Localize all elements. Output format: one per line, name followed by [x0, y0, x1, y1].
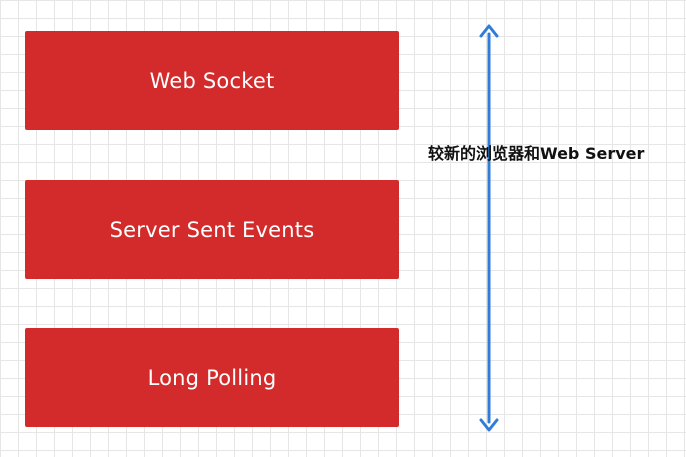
web-socket-block: Web Socket	[25, 31, 399, 130]
double-headed-vertical-arrow-icon	[479, 24, 499, 432]
web-socket-label: Web Socket	[149, 68, 275, 93]
long-polling-block: Long Polling	[25, 328, 399, 427]
browser-and-server-support-label: 较新的浏览器和Web Server	[428, 144, 645, 163]
server-sent-events-block: Server Sent Events	[25, 180, 399, 279]
long-polling-label: Long Polling	[147, 365, 277, 390]
server-sent-events-label: Server Sent Events	[109, 217, 315, 242]
